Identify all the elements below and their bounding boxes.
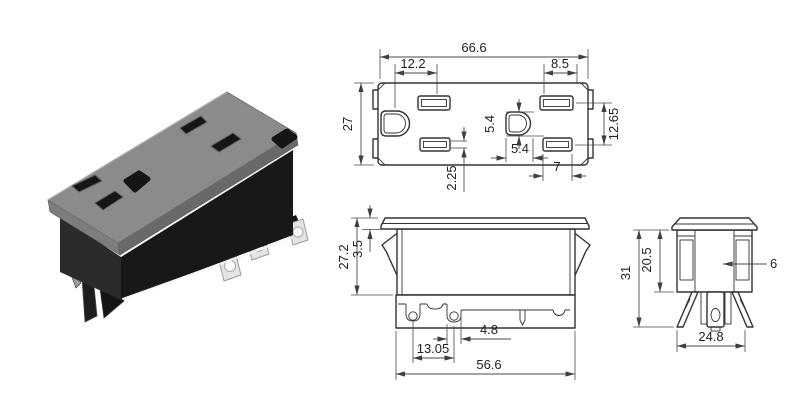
side-body (396, 228, 576, 296)
slot-lower-right (542, 137, 573, 152)
front-view: 66.6 12.2 8.5 27 5.4 5.4 12.65 (340, 40, 621, 192)
slot-lower-left (419, 137, 451, 152)
end-view: 31 20.5 6 24.8 (618, 217, 777, 352)
dim-front-overall-width: 66.6 (461, 40, 486, 55)
terminal-hole-3 (292, 226, 304, 238)
center-block-hole (710, 308, 721, 322)
end-leg-left (676, 291, 699, 328)
plug-slot-narrow-far (179, 115, 208, 135)
dim-end-overall-width: 24.8 (698, 329, 723, 344)
dim-ground-hole-height: 5.4 (482, 115, 497, 133)
dim-front-left-slot-offset: 12.2 (400, 56, 425, 71)
plate-top-edge-highlight (47, 91, 228, 201)
dim-end-overall-height: 31 (618, 266, 633, 280)
ground-hole-center (505, 111, 532, 136)
slot-upper-right (539, 95, 574, 111)
dim-end-body-height: 20.5 (639, 247, 654, 272)
end-body (676, 229, 753, 293)
dim-slot-inner-height: 2.25 (444, 165, 459, 190)
dim-right-slot-spacing: 12.65 (606, 108, 621, 141)
mounting-hole-2 (449, 311, 459, 321)
dim-channel-width: 6 (770, 256, 777, 271)
body-right-face (121, 150, 293, 300)
dim-front-right-slot-width: 8.5 (551, 56, 569, 71)
center-pin (519, 310, 526, 327)
body-bottom-highlight (121, 237, 293, 300)
dim-hole-spacing: 13.05 (417, 341, 450, 356)
dim-side-overall-width: 56.6 (476, 357, 501, 372)
side-channel-left (679, 239, 694, 281)
dim-tab-width: 4.8 (480, 322, 498, 337)
front-outline (377, 82, 589, 166)
mounting-hole-1 (408, 311, 418, 321)
dim-lower-right-slot-width: 7 (553, 159, 560, 174)
side-base (395, 294, 576, 329)
dim-front-overall-height: 27 (340, 117, 355, 131)
plug-slot-narrow-near (71, 174, 103, 193)
body-left-face (60, 216, 121, 300)
side-view: 27.2 3.5 4.8 13.05 56.6 (336, 205, 591, 380)
product-3d-render (47, 91, 309, 323)
ground-hole-far (271, 128, 298, 149)
side-channel-right (735, 239, 750, 281)
ground-hole-left (380, 110, 411, 137)
plug-slot-wide-far (210, 132, 242, 153)
end-leg-right (731, 291, 754, 328)
dim-ground-hole-width: 5.4 (511, 141, 529, 156)
slot-upper-left (417, 95, 451, 111)
plug-slot-wide-near (94, 190, 124, 211)
dim-flange-thickness: 3.5 (350, 240, 365, 258)
ground-hole-near (123, 170, 151, 193)
dim-side-overall-height: 27.2 (336, 244, 351, 269)
